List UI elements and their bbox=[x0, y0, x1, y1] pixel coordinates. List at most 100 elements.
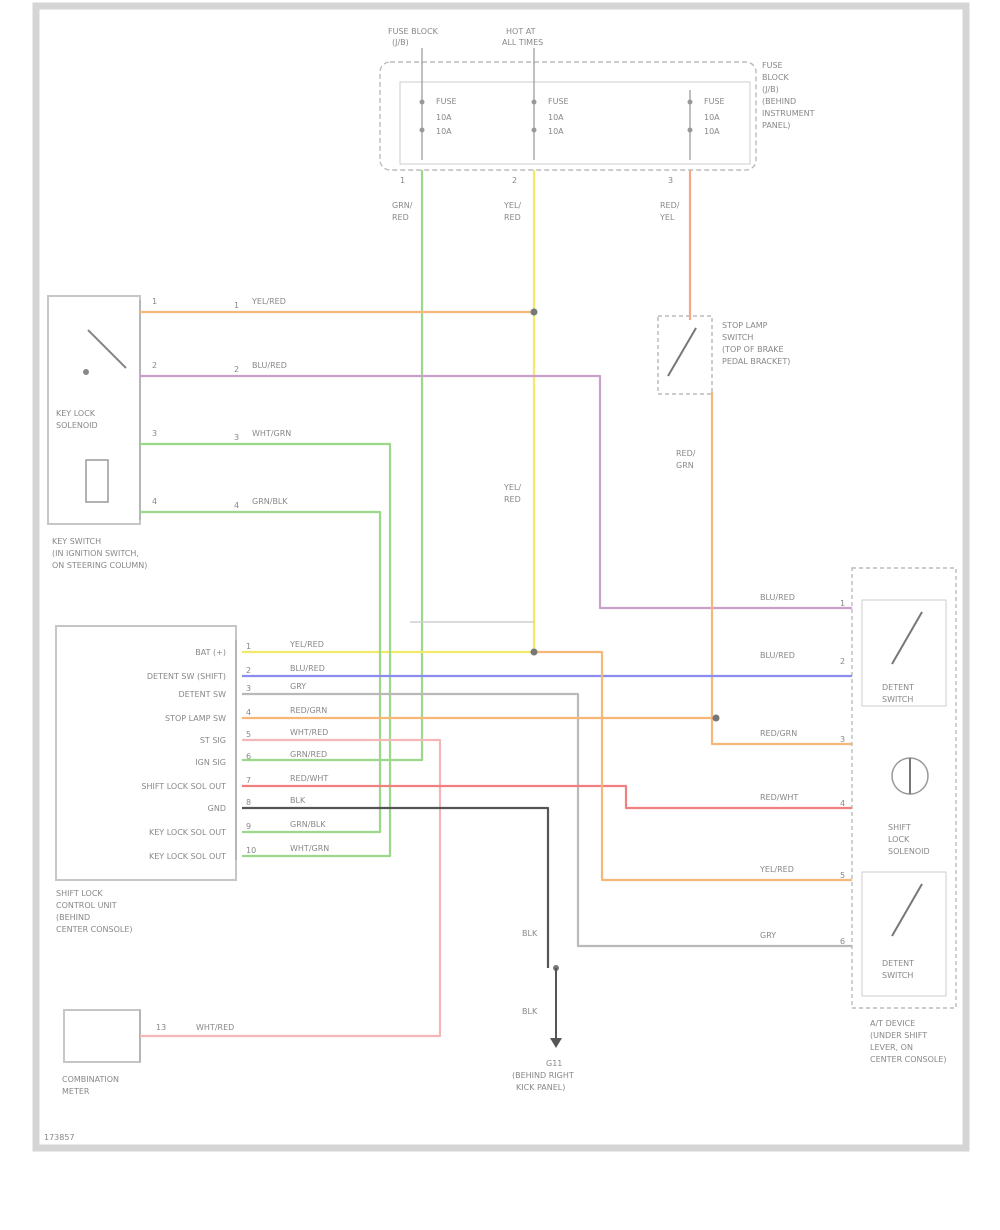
wire-labels: YEL/RED11BLU/RED22WHT/GRN33GRN/BLK44BAT … bbox=[141, 297, 845, 946]
fuse-top-label: ALL TIMES bbox=[502, 38, 543, 47]
unit-caption: CENTER CONSOLE) bbox=[56, 925, 133, 934]
at-device-caption: A/T DEVICE bbox=[870, 1019, 915, 1028]
svg-text:10A: 10A bbox=[436, 127, 452, 136]
key-switch: KEY LOCK SOLENOID KEY SWITCH (IN IGNITIO… bbox=[47, 295, 147, 570]
unit-pin-number: 3 bbox=[246, 684, 251, 693]
unit-pin-number: 2 bbox=[246, 666, 251, 675]
at-pin-number: 2 bbox=[840, 657, 845, 666]
stop-lamp-caption: PEDAL BRACKET) bbox=[722, 357, 790, 366]
fuse-top-label: HOT AT bbox=[506, 27, 536, 36]
unit-pin-number: 1 bbox=[246, 642, 251, 651]
unit-pin-label: DETENT SW (SHIFT) bbox=[147, 672, 226, 681]
fuse-block-box bbox=[379, 61, 757, 171]
fuse-3: 10A FUSE 10A 3 bbox=[668, 90, 725, 185]
wire-path bbox=[710, 392, 852, 746]
wire-code: YEL bbox=[659, 213, 675, 222]
fuse-rating: 10A bbox=[548, 113, 564, 122]
unit-pin-number: 7 bbox=[246, 776, 251, 785]
wire-path bbox=[140, 442, 392, 858]
at-device-caption: LEVER, ON bbox=[870, 1043, 913, 1052]
at-device-caption: (UNDER SHIFT bbox=[870, 1031, 927, 1040]
unit-pin-label: BAT (+) bbox=[195, 648, 226, 657]
unit-pin-wire: BLU/RED bbox=[290, 664, 325, 673]
wire-label: 1 bbox=[234, 301, 239, 310]
unit-pin-label: KEY LOCK SOL OUT bbox=[149, 852, 226, 861]
wire-path bbox=[534, 650, 852, 882]
wire-label: RED/GRN bbox=[760, 729, 797, 738]
wire-label: 2 bbox=[234, 365, 239, 374]
key-switch-box-label: KEY LOCK bbox=[56, 409, 96, 418]
wire-label: YEL/RED bbox=[759, 865, 794, 874]
at-box-caption: DETENT bbox=[882, 683, 914, 692]
unit-pin-wire: WHT/RED bbox=[290, 728, 328, 737]
at-pin-number: 4 bbox=[840, 799, 845, 808]
wire-path bbox=[242, 170, 424, 762]
combination-meter: COMBINATION METER WHT/RED 13 bbox=[62, 1009, 234, 1096]
unit-pin-wire: RED/GRN bbox=[290, 706, 327, 715]
unit-pin-number: 5 bbox=[246, 730, 251, 739]
fuse-caption: FUSE bbox=[762, 61, 783, 70]
wire-label: 4 bbox=[234, 501, 239, 510]
fuse-2: 10A FUSE 10A 2 bbox=[512, 62, 569, 185]
at-solenoid-caption: SOLENOID bbox=[888, 847, 930, 856]
fuse-pin: 3 bbox=[668, 176, 673, 185]
wire-code: YEL/ bbox=[503, 483, 521, 492]
svg-text:FUSE: FUSE bbox=[436, 97, 457, 106]
wire-label: 3 bbox=[152, 429, 157, 438]
stop-lamp-caption: SWITCH bbox=[722, 333, 753, 342]
unit-pin-wire: RED/WHT bbox=[290, 774, 328, 783]
svg-text:10A: 10A bbox=[548, 127, 564, 136]
key-switch-caption: KEY SWITCH bbox=[52, 537, 101, 546]
fuse-pin: 1 bbox=[400, 176, 405, 185]
unit-pin-label: SHIFT LOCK SOL OUT bbox=[141, 782, 226, 791]
at-box-caption: SWITCH bbox=[882, 695, 913, 704]
unit-pin-number: 9 bbox=[246, 822, 251, 831]
wire-path bbox=[242, 806, 550, 968]
at-pin-number: 1 bbox=[840, 599, 845, 608]
unit-pin-number: 8 bbox=[246, 798, 251, 807]
fuse-top-label: (J/B) bbox=[392, 38, 409, 47]
unit-pin-wire: GRN/RED bbox=[290, 750, 327, 759]
ground-caption: (BEHIND RIGHT bbox=[512, 1071, 574, 1080]
wire-label: GRY bbox=[760, 931, 776, 940]
unit-pin-label: KEY LOCK SOL OUT bbox=[149, 828, 226, 837]
unit-pin-label: ST SIG bbox=[200, 736, 226, 745]
wire-path bbox=[140, 510, 382, 834]
wire-code: YEL/ bbox=[503, 201, 521, 210]
wire-label: 3 bbox=[234, 433, 239, 442]
wire-path bbox=[140, 738, 442, 1038]
at-solenoid-caption: SHIFT bbox=[888, 823, 911, 832]
key-switch-box-label: SOLENOID bbox=[56, 421, 98, 430]
ground-g11: BLK BLK G11 (BEHIND RIGHT KICK PANEL) bbox=[512, 929, 574, 1092]
unit-pin-wire: WHT/GRN bbox=[290, 844, 329, 853]
fuse-caption: (BEHIND bbox=[762, 97, 796, 106]
fuse-rating: 10A bbox=[436, 113, 452, 122]
wire-code: GRN bbox=[676, 461, 694, 470]
diagram-frame bbox=[32, 2, 970, 1152]
key-switch-caption: ON STEERING COLUMN) bbox=[52, 561, 147, 570]
wire-label: WHT/GRN bbox=[252, 429, 291, 438]
meter-caption: METER bbox=[62, 1087, 90, 1096]
svg-text:13: 13 bbox=[156, 1023, 166, 1032]
unit-pin-wire: GRN/BLK bbox=[290, 820, 326, 829]
ground-caption: G11 bbox=[546, 1059, 562, 1068]
wire-code: RED bbox=[504, 495, 521, 504]
at-pin-number: 6 bbox=[840, 937, 845, 946]
fuse-top-label: FUSE BLOCK bbox=[388, 27, 439, 36]
wire-label: 1 bbox=[152, 297, 157, 306]
wire-label: 4 bbox=[152, 497, 157, 506]
meter-caption: COMBINATION bbox=[62, 1075, 119, 1084]
splice-point bbox=[530, 308, 538, 316]
fuse-caption: INSTRUMENT bbox=[762, 109, 815, 118]
fuse-caption: (J/B) bbox=[762, 85, 779, 94]
wire-code: RED/ bbox=[676, 449, 696, 458]
unit-pin-label: GND bbox=[208, 804, 226, 813]
unit-pin-label: IGN SIG bbox=[195, 758, 226, 767]
ground-caption: KICK PANEL) bbox=[516, 1083, 565, 1092]
at-box-caption: DETENT bbox=[882, 959, 914, 968]
unit-pin-wire: YEL/RED bbox=[289, 640, 324, 649]
fuse-caption: PANEL) bbox=[762, 121, 790, 130]
wire-label: BLU/RED bbox=[760, 593, 795, 602]
shift-lock-control-unit: SHIFT LOCK CONTROL UNIT (BEHIND CENTER C… bbox=[55, 625, 237, 934]
